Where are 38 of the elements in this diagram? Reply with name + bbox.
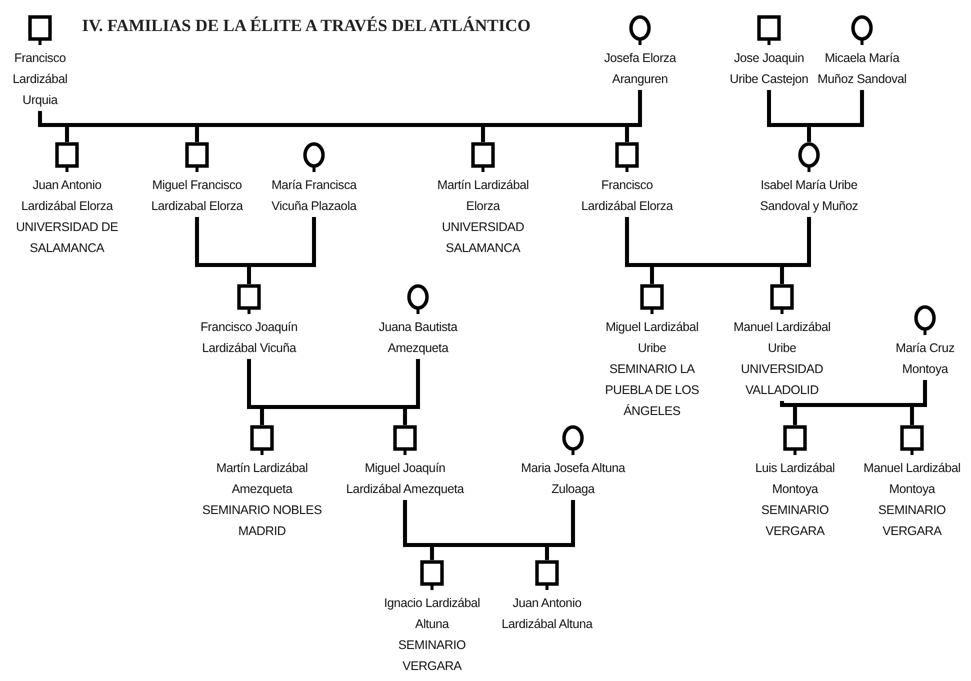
institution-label: SEMINARIO VERGARA (397, 637, 467, 675)
descent-line (623, 215, 813, 286)
person-name: Juana Bautista Amezqueta (378, 319, 459, 357)
person-name: Juan Antonio Lardizábal Elorza (20, 177, 114, 215)
person-name: Miguel Francisco Lardizabal Elorza (150, 177, 244, 215)
person-name: Martín Lardizábal Elorza (436, 177, 530, 215)
person-name: Josefa Elorza Aranguren (603, 50, 678, 88)
person-name: Maria Josefa Altuna Zuloaga (520, 460, 626, 498)
descent-line (193, 215, 318, 286)
person-name: Ignacio Lardizábal Altuna (382, 595, 482, 633)
descent-line (778, 378, 929, 427)
descent-line (765, 88, 866, 144)
institution-label: SEMINARIO VERGARA (760, 502, 830, 540)
person-name: Manuel Lardizábal Montoya (862, 460, 962, 498)
person-name: Francisco Lardizábal Urquia (12, 50, 68, 109)
institution-label: UNIVERSIDAD SALAMANCA (440, 219, 526, 257)
descent-line (245, 357, 422, 427)
person-name: Manuel Lardizábal Uribe (732, 319, 832, 357)
person-name: María Cruz Montoya (894, 340, 956, 378)
page-title: IV. FAMILIAS DE LA ÉLITE A TRAVÉS DEL ATLÁNTICO (82, 16, 531, 36)
institution-label: SEMINARIO VERGARA (877, 502, 947, 540)
person-name: María Francisca Vicuña Plazaola (270, 177, 358, 215)
person-name: Martín Lardizábal Amezqueta (215, 460, 309, 498)
institution-label: UNIVERSIDAD VALLADOLID (740, 361, 824, 399)
descent-line (36, 88, 644, 144)
institution-label: SEMINARIO LA PUEBLA DE LOS ÁNGELES (604, 361, 700, 420)
person-name: Jose Joaquin Uribe Castejon (728, 50, 810, 88)
person-name: Juan Antonio Lardizábal Altuna (500, 595, 594, 633)
institution-label: SEMINARIO NOBLES MADRID (202, 502, 322, 540)
person-name: Luis Lardizábal Montoya (754, 460, 836, 498)
person-name: Miguel Lardizábal Uribe (604, 319, 700, 357)
person-name: Isabel María Uribe Sandoval y Muñoz (758, 177, 860, 215)
person-name: Francisco Joaquín Lardizábal Vicuña (199, 319, 299, 357)
descent-line (401, 498, 577, 562)
person-name: Micaela María Muñoz Sandoval (817, 50, 907, 88)
institution-label: UNIVERSIDAD DE SALAMANCA (14, 219, 120, 257)
person-name: Francisco Lardizábal Elorza (580, 177, 674, 215)
person-name: Miguel Joaquín Lardizábal Amezqueta (345, 460, 465, 498)
